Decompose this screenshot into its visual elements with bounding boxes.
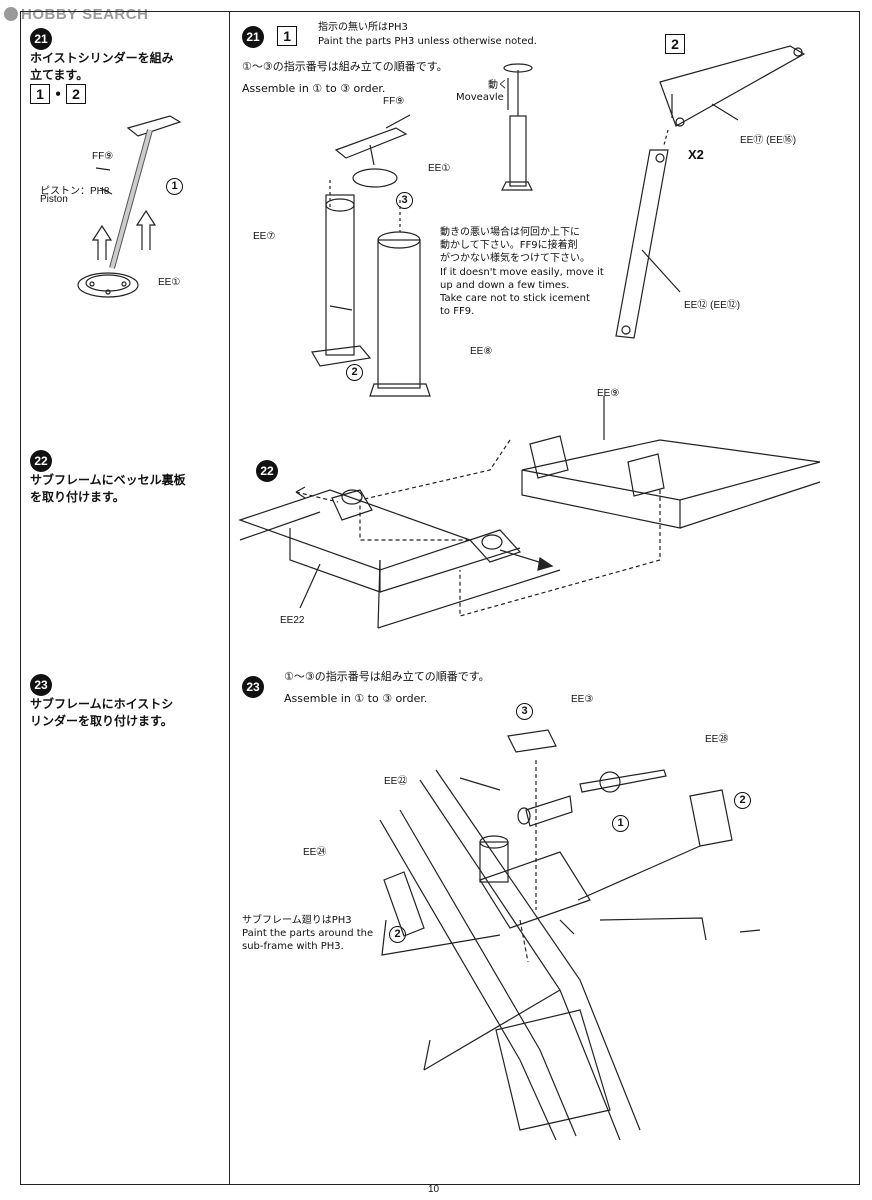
s21-label-ee7: EE⑦ <box>253 231 276 242</box>
page-number: 10 <box>428 1184 440 1195</box>
step-22-desc-line2: を取り付けます。 <box>30 490 125 504</box>
s21-step3-marker: 3 <box>396 188 413 209</box>
s23-paint-jp: サブフレーム廻りはPH3 <box>242 915 352 926</box>
s21-step2-marker: 2 <box>346 360 363 381</box>
column-divider <box>229 11 231 1185</box>
left-step-22: 22 サブフレームにベッセル裏板 を取り付けます。 <box>30 450 186 506</box>
s23-order-en: Assemble in ① to ③ order. <box>284 692 428 705</box>
step-22-badge: 22 <box>30 450 52 472</box>
step-23-badge: 23 <box>30 674 52 696</box>
s21-note-en2: up and down a few times. <box>440 280 570 291</box>
s21-label-ff9: FF⑨ <box>383 96 405 107</box>
s23-paint-en2: sub-frame with PH3. <box>242 941 344 952</box>
s21-label-ee12: EE⑫ (EE⑫) <box>684 300 741 311</box>
s23-step3-marker: 3 <box>516 699 533 720</box>
s23-step1-marker: 1 <box>612 811 629 832</box>
s23-assembly-drawing <box>379 729 761 1141</box>
step-21-desc-line2: 立てます。 <box>30 68 89 82</box>
s21-note-jp1: 動きの悪い場合は何回か上下に <box>440 227 580 238</box>
s23-badge-wrap: 23 <box>242 676 264 698</box>
step-22-desc-line1: サブフレームにベッセル裏板 <box>30 473 186 487</box>
label-ff9-left: FF⑨ <box>92 151 114 162</box>
s22-label-ee9: EE⑨ <box>597 388 620 399</box>
s21-note-jp2: 動かして下さい。FF9に接着剤 <box>440 240 578 251</box>
step-23-desc-line1: サブフレームにホイストシ <box>30 697 174 711</box>
s21-movable-piston-drawing <box>501 63 533 191</box>
s21-badge: 21 <box>242 26 264 48</box>
left-step1-marker: 1 <box>166 174 183 195</box>
s23-order-jp: ①～③の指示番号は組み立ての順番です。 <box>284 670 490 683</box>
s23-label-ee28: EE㉘ <box>705 734 729 745</box>
s23-step2a-marker: 2 <box>734 788 751 809</box>
s21-header: 21 1 <box>242 26 298 48</box>
label-piston-jp: ピストン：PH8 <box>40 186 110 197</box>
s21-order-en: Assemble in ① to ③ order. <box>242 82 386 95</box>
s21-move-jp: 動く <box>488 80 508 91</box>
page-frame <box>20 11 860 1185</box>
s21-paint-en: Paint the parts PH3 unless otherwise not… <box>318 36 537 47</box>
s21-order-jp: ①～③の指示番号は組み立ての順番です。 <box>242 60 448 73</box>
s21-label-x2: X2 <box>688 147 704 162</box>
s21-cylinder-drawing <box>311 114 431 397</box>
s22-badge-wrap: 22 <box>256 460 278 482</box>
s22-label-ee22: EE22 <box>280 615 305 626</box>
left-step-21: 21 ホイストシリンダーを組み 立てます。 1 • 2 <box>30 28 174 104</box>
s21-label-ee1: EE① <box>428 163 451 174</box>
s21-move-en: Moveavle <box>456 92 504 103</box>
left-step-23: 23 サブフレームにホイストシ リンダーを取り付けます。 <box>30 674 173 730</box>
s22-subframe-drawing <box>238 396 821 629</box>
step-23-desc-line2: リンダーを取り付けます。 <box>30 714 173 728</box>
s21-paint-jp: 指示の無い所はPH3 <box>318 22 408 33</box>
s23-label-ee22: EE㉒ <box>384 776 408 787</box>
step-21-dot: • <box>54 87 62 102</box>
step-21-desc-line1: ホイストシリンダーを組み <box>30 51 174 65</box>
s23-step2b-marker: 2 <box>389 922 406 943</box>
s23-label-ee3: EE③ <box>571 694 594 705</box>
s21-box2: 2 <box>665 34 685 54</box>
s21-label-ee17: EE⑰ (EE⑯) <box>740 135 797 146</box>
watermark: HOBBY SEARCH <box>4 4 148 24</box>
s21-label-ee8: EE⑧ <box>470 346 493 357</box>
s21-box1: 1 <box>277 26 298 46</box>
left-hoist-cylinder-drawing <box>77 115 182 298</box>
s21-arm-drawing <box>615 45 806 339</box>
s21-box2-wrap: 2 <box>665 34 685 54</box>
label-piston-en: Piston <box>40 194 68 205</box>
hobby-search-logo-icon <box>4 7 18 21</box>
label-ee1-left: EE① <box>158 277 181 288</box>
s21-note-jp3: がつかない様気をつけて下さい。 <box>440 253 590 264</box>
s23-paint-en1: Paint the parts around the <box>242 928 374 939</box>
s21-note-en1: If it doesn't move easily, move it <box>440 267 604 278</box>
step-21-badge: 21 <box>30 28 52 50</box>
step-21-box2: 2 <box>66 84 87 104</box>
s21-note-en4: to FF9. <box>440 306 475 317</box>
watermark-text: HOBBY SEARCH <box>21 5 149 23</box>
step-21-box1: 1 <box>30 84 50 104</box>
s23-label-ee24: EE㉔ <box>303 847 327 858</box>
s22-badge: 22 <box>256 460 278 482</box>
s21-note-en3: Take care not to stick icement <box>440 293 590 304</box>
s23-badge: 23 <box>242 676 264 698</box>
